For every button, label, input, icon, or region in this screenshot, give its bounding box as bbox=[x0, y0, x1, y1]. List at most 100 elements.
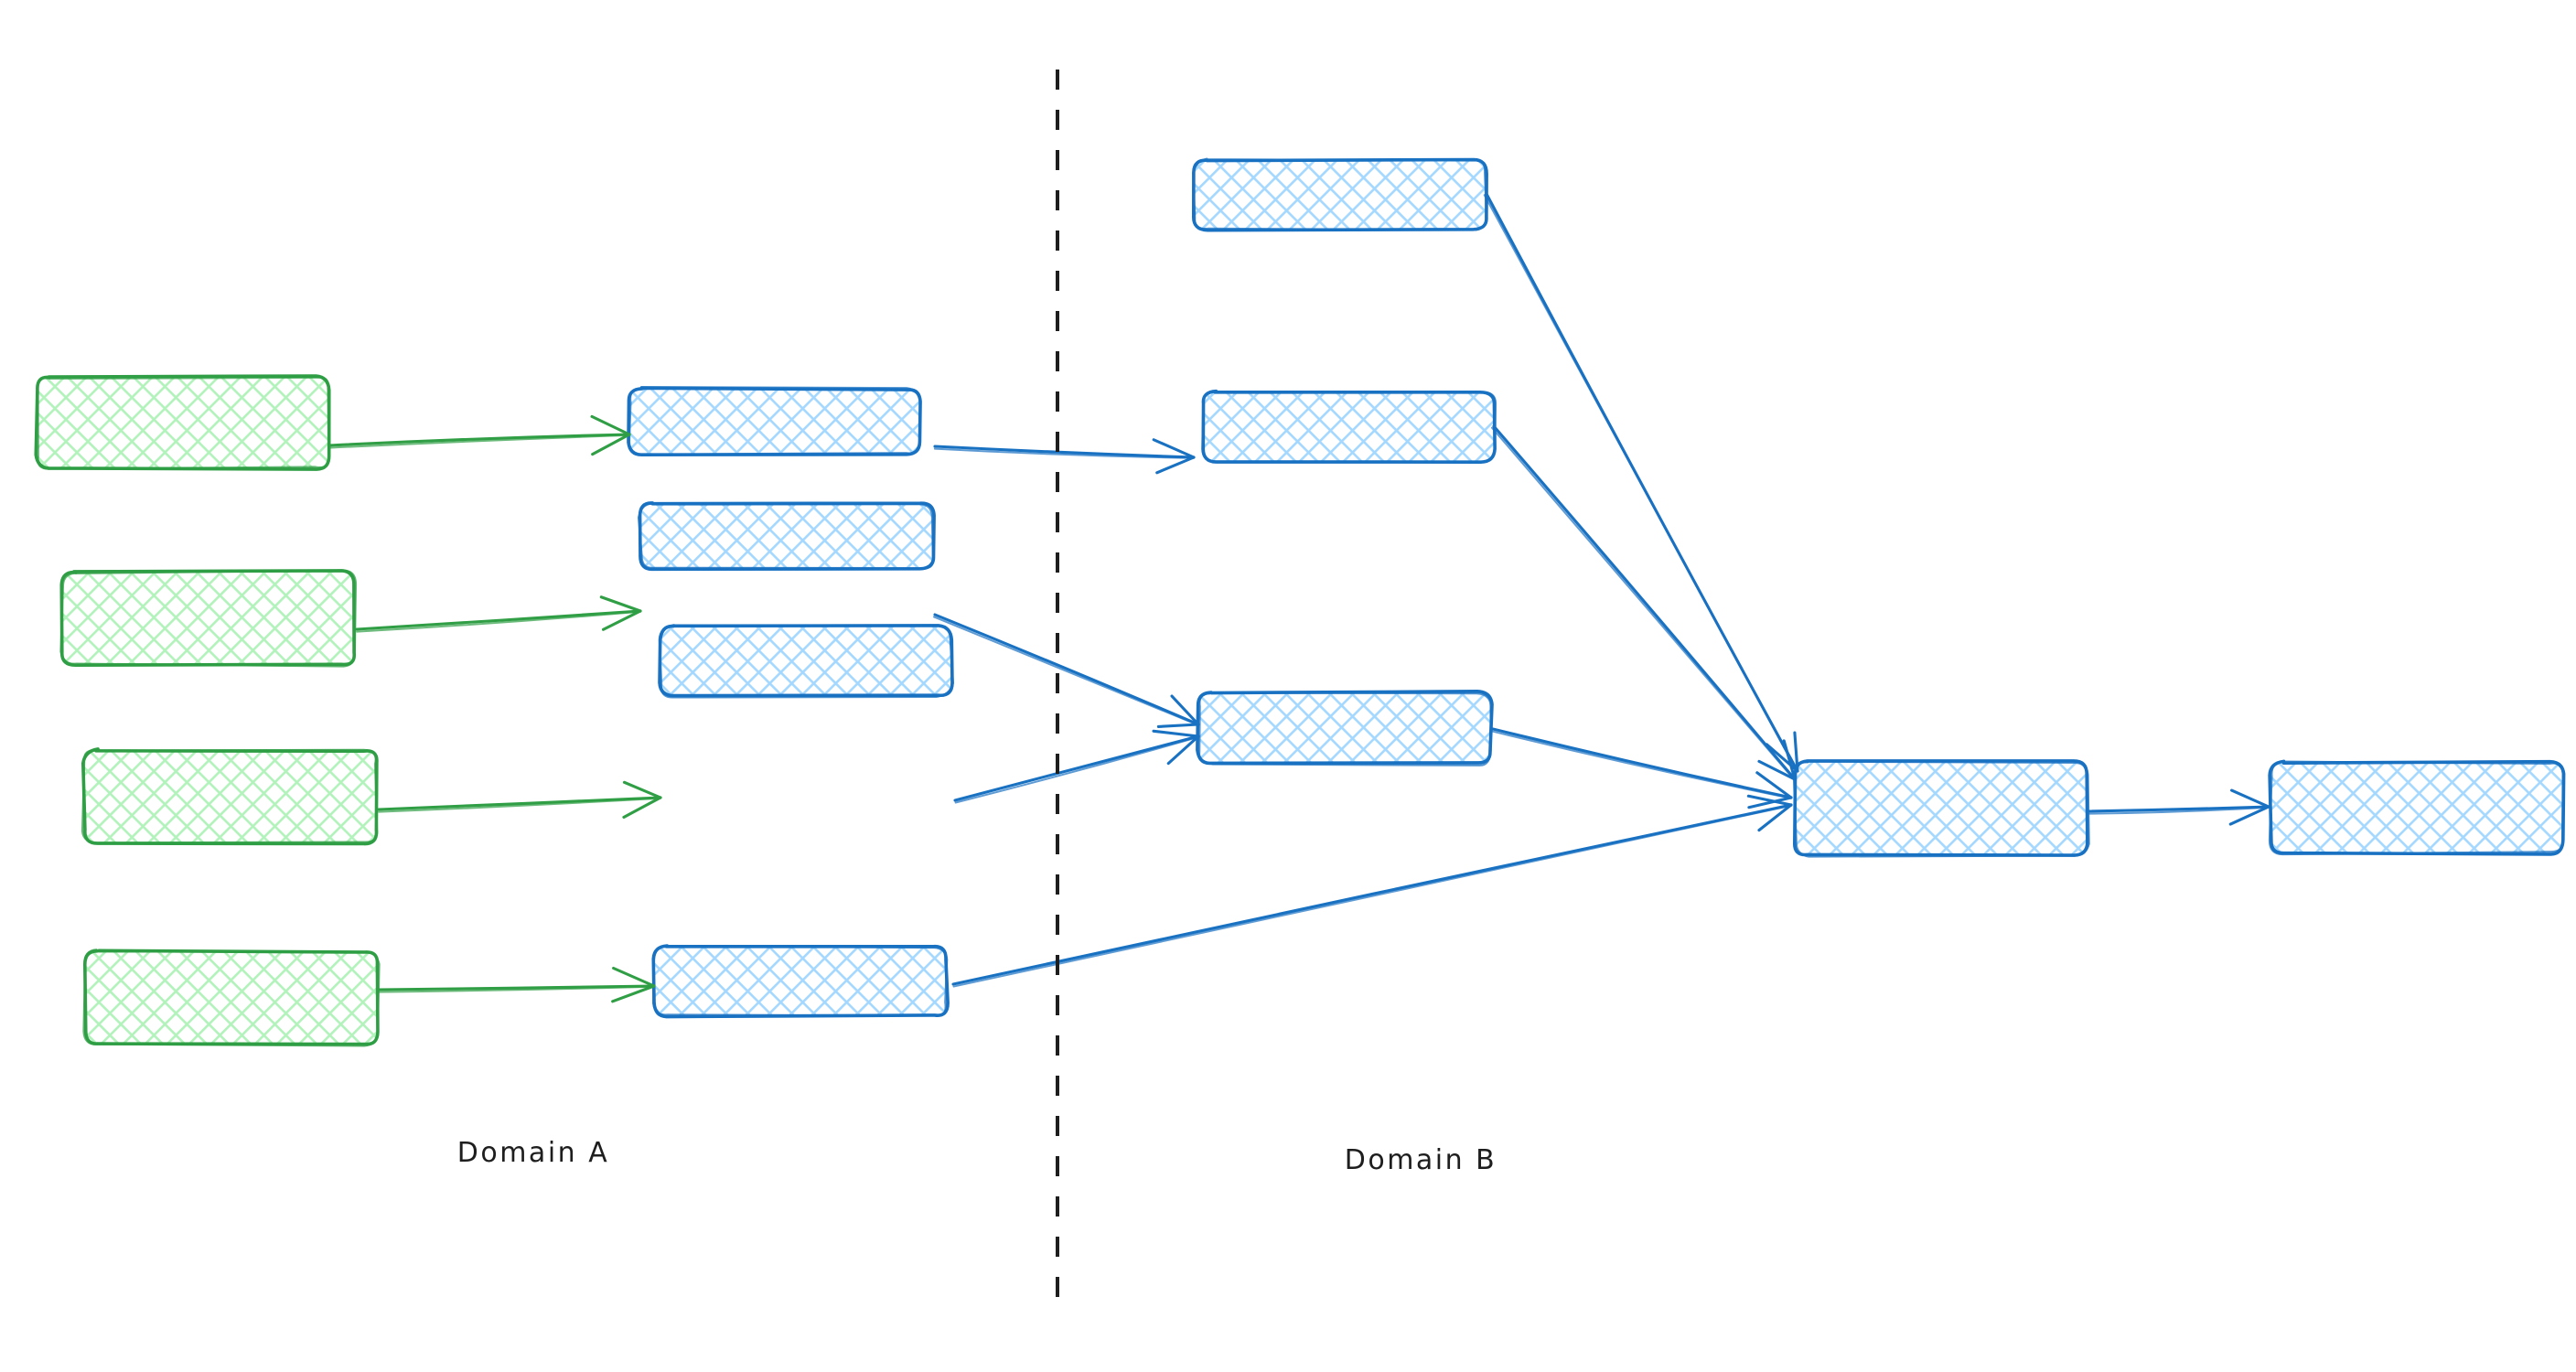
edge-shaft bbox=[2088, 805, 2270, 813]
edge-arrowhead bbox=[601, 609, 642, 631]
node-outline bbox=[652, 945, 949, 1017]
node-outline bbox=[80, 748, 379, 844]
node-a3[interactable] bbox=[80, 747, 379, 846]
edge-shaft bbox=[378, 797, 662, 813]
edge-arrowhead bbox=[622, 796, 662, 820]
edge-b2-c3[interactable] bbox=[933, 613, 1200, 728]
node-outline bbox=[1197, 691, 1492, 766]
node-outline bbox=[82, 949, 381, 1047]
edge-arrowhead bbox=[1782, 739, 1797, 781]
edge-arrowhead bbox=[611, 984, 656, 1003]
node-outline bbox=[637, 502, 935, 570]
edge-arrowhead bbox=[1746, 794, 1793, 807]
edge-b4-d1[interactable] bbox=[951, 794, 1793, 988]
node-outline bbox=[59, 569, 357, 668]
edge-shaft bbox=[954, 735, 1200, 804]
node-fill bbox=[1198, 692, 1491, 764]
node-b2[interactable] bbox=[637, 501, 936, 572]
node-fill bbox=[629, 389, 920, 455]
edge-shaft bbox=[377, 984, 656, 991]
edge-arrowhead bbox=[1152, 438, 1196, 459]
edge-shaft bbox=[356, 610, 642, 633]
edge-shaft bbox=[1483, 194, 1798, 773]
node-outline bbox=[59, 569, 358, 668]
edge-c2-d1[interactable] bbox=[1491, 424, 1797, 781]
node-a1[interactable] bbox=[34, 374, 331, 471]
nodes-layer bbox=[34, 157, 2566, 1047]
node-fill bbox=[85, 951, 378, 1045]
edge-shaft bbox=[933, 616, 1199, 726]
edge-arrowhead bbox=[1166, 734, 1200, 766]
edge-shaft bbox=[377, 796, 662, 811]
node-outline bbox=[1196, 690, 1494, 766]
node-outline bbox=[37, 376, 330, 470]
edge-shaft bbox=[933, 613, 1200, 726]
node-outline bbox=[1192, 157, 1488, 231]
edge-shaft bbox=[327, 433, 631, 447]
edge-b3-c3[interactable] bbox=[953, 729, 1200, 804]
node-c2[interactable] bbox=[1201, 389, 1497, 464]
node-b1[interactable] bbox=[627, 386, 922, 457]
edge-a3-b3[interactable] bbox=[377, 780, 662, 820]
edge-arrowhead bbox=[599, 595, 642, 613]
edge-shaft bbox=[933, 445, 1196, 459]
edge-shaft bbox=[1491, 426, 1796, 781]
edge-c3-d1[interactable] bbox=[1491, 727, 1793, 809]
node-c3[interactable] bbox=[1196, 690, 1494, 766]
edge-arrowhead bbox=[1747, 796, 1793, 809]
node-outline bbox=[2268, 760, 2564, 856]
domain-b-label: Domain B bbox=[1345, 1144, 1497, 1176]
node-fill bbox=[1795, 762, 2088, 855]
node-fill bbox=[654, 947, 947, 1016]
edge-arrowhead bbox=[1757, 759, 1797, 781]
edge-shaft bbox=[378, 985, 656, 993]
node-c1[interactable] bbox=[1191, 157, 1488, 232]
node-e1[interactable] bbox=[2268, 759, 2566, 856]
domain-a-label: Domain A bbox=[457, 1137, 609, 1169]
edge-arrowhead bbox=[1170, 694, 1200, 726]
node-fill bbox=[84, 750, 377, 843]
edge-arrowhead bbox=[591, 433, 631, 456]
node-a2[interactable] bbox=[59, 569, 358, 668]
edge-c1-d1[interactable] bbox=[1483, 192, 1799, 773]
edge-a4-b4[interactable] bbox=[377, 966, 656, 1003]
node-fill bbox=[37, 377, 329, 468]
edge-shaft bbox=[933, 447, 1195, 459]
node-fill bbox=[1203, 391, 1494, 461]
edge-arrowhead bbox=[2228, 805, 2270, 826]
edge-arrowhead bbox=[1757, 803, 1793, 832]
edge-arrowhead bbox=[622, 780, 662, 799]
edge-shaft bbox=[952, 804, 1793, 988]
edge-shaft bbox=[951, 803, 1793, 986]
node-fill bbox=[2270, 762, 2563, 853]
edge-arrowhead bbox=[612, 966, 656, 988]
edges-layer bbox=[327, 192, 2270, 1003]
node-outline bbox=[628, 386, 921, 456]
edge-a1-b1[interactable] bbox=[327, 414, 631, 456]
edge-shaft bbox=[2088, 806, 2270, 815]
edge-arrowhead bbox=[1793, 731, 1799, 773]
edge-shaft bbox=[328, 434, 631, 449]
node-fill bbox=[62, 572, 355, 665]
node-a4[interactable] bbox=[82, 949, 381, 1047]
edge-shaft bbox=[1491, 730, 1792, 799]
edge-arrowhead bbox=[1155, 456, 1196, 475]
node-fill bbox=[660, 627, 951, 696]
edge-arrowhead bbox=[1755, 771, 1793, 799]
edge-b1-c1[interactable] bbox=[933, 438, 1196, 475]
node-b4[interactable] bbox=[651, 944, 950, 1019]
edge-a2-b2[interactable] bbox=[355, 595, 642, 633]
edge-shaft bbox=[1491, 727, 1793, 799]
edge-arrowhead bbox=[590, 414, 631, 436]
edge-shaft bbox=[1485, 192, 1799, 773]
node-fill bbox=[1194, 160, 1487, 230]
node-d1[interactable] bbox=[1792, 759, 2090, 858]
node-b3[interactable] bbox=[658, 624, 954, 699]
edge-shaft bbox=[1492, 424, 1797, 781]
edge-arrowhead bbox=[2230, 788, 2270, 809]
edge-d1-e1[interactable] bbox=[2088, 788, 2270, 826]
edge-shaft bbox=[355, 609, 642, 631]
node-fill bbox=[640, 503, 933, 569]
edge-arrowhead bbox=[1156, 723, 1200, 728]
